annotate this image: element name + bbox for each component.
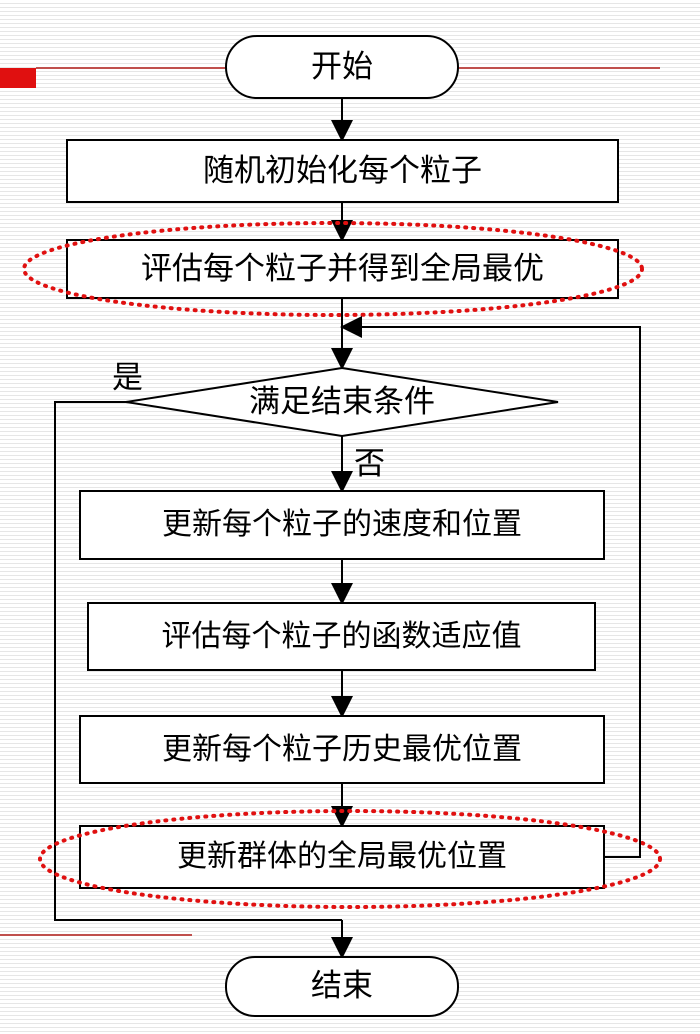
highlight-ellipse-gbest xyxy=(38,809,662,909)
update-velocity-label: 更新每个粒子的速度和位置 xyxy=(162,507,522,542)
end-label: 结束 xyxy=(311,968,373,1004)
accent-bar xyxy=(0,68,36,88)
update-velocity-shape xyxy=(79,490,605,560)
init-process-shape xyxy=(66,139,619,203)
end-terminal-shape xyxy=(225,956,459,1017)
evaluate-global-label: 评估每个粒子并得到全局最优 xyxy=(141,250,544,287)
update-gbest-label: 更新群体的全局最优位置 xyxy=(177,839,507,874)
start-label: 开始 xyxy=(311,48,373,85)
update-gbest-shape xyxy=(79,825,605,889)
evaluate-global-shape xyxy=(66,239,619,299)
yes-branch-line xyxy=(54,401,342,921)
highlight-ellipse-evaluate xyxy=(22,221,644,317)
update-pbest-label: 更新每个粒子历史最优位置 xyxy=(162,731,522,767)
evaluate-fitness-label: 评估每个粒子的函数适应值 xyxy=(161,618,522,654)
update-pbest-shape xyxy=(79,715,605,784)
yes-label: 是 xyxy=(112,359,143,396)
init-label: 随机初始化每个粒子 xyxy=(203,152,482,189)
no-label: 否 xyxy=(354,445,385,482)
evaluate-fitness-shape xyxy=(87,602,596,671)
condition-label: 满足结束条件 xyxy=(249,383,435,420)
loop-back-line xyxy=(340,316,641,858)
